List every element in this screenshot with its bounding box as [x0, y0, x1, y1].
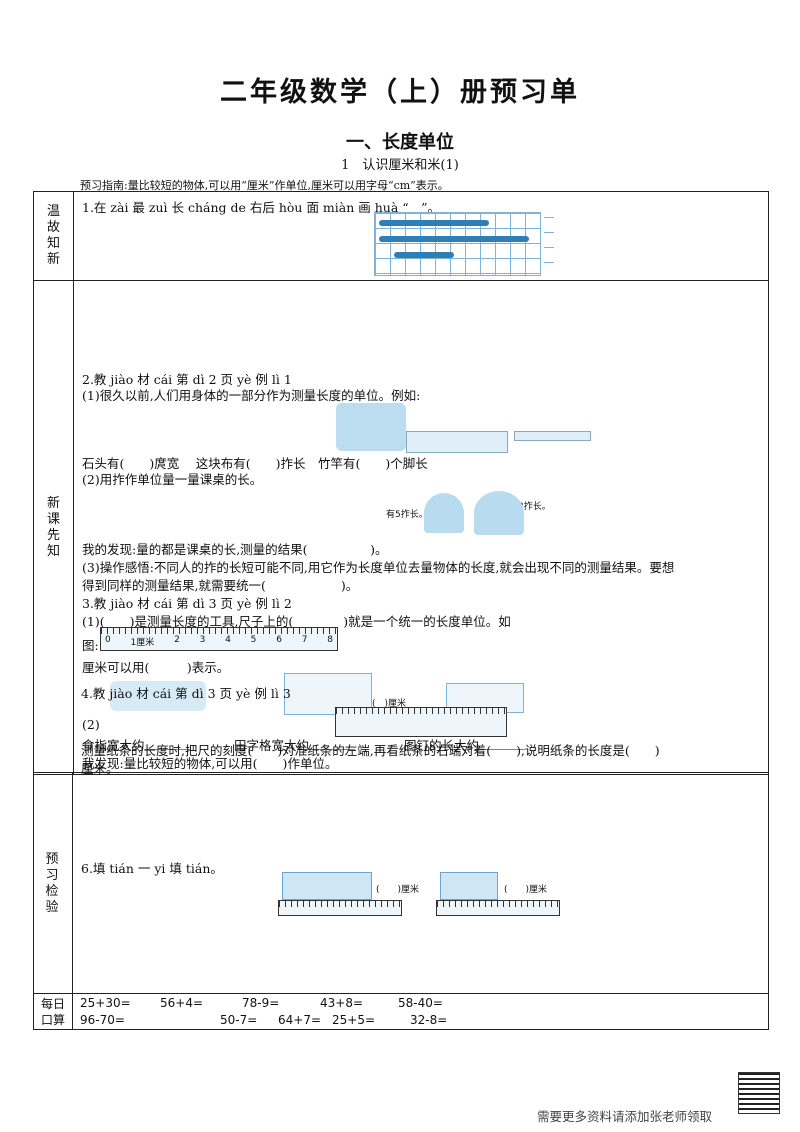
finger-width-line: 食指宽大约	[82, 735, 191, 754]
ruler-number: 8	[327, 635, 333, 645]
question-2: 2.教 jiào 材 cái 第 dì 2 页 yè 例 lì 1	[82, 372, 292, 387]
check-divider	[72, 772, 73, 994]
answer-boxes	[544, 214, 554, 272]
ruler-numbers: 0 1厘米 2 3 4 5 6 7 8	[105, 635, 333, 648]
math-problem: 50-7=	[220, 1013, 258, 1027]
section-label-review: 温故知新	[33, 191, 74, 281]
ruler-number: 6	[276, 635, 282, 645]
cm-symbol-question: 厘米可以用( )表示。	[82, 660, 230, 675]
cloth-picture	[406, 431, 508, 453]
math-problem: 58-40=	[398, 996, 443, 1010]
review-cell: 1.在 zài 最 zuì 长 cháng de 右后 hòu 面 miàn 画…	[74, 192, 768, 280]
question-4: 4.教 jiào 材 cái 第 dì 3 页 yè 例 lì 3	[81, 686, 291, 701]
pen-figure-3	[394, 252, 454, 258]
pen-figure-1	[379, 220, 489, 226]
math-problem: 78-9=	[242, 996, 280, 1010]
ruler-number: 0	[105, 635, 111, 645]
question-3-1: (1)( )是测量长度的工具,尺子上的( )就是一个统一的长度单位。如	[82, 614, 511, 629]
answer-2[interactable]: ( )厘米	[504, 885, 548, 895]
section-label-new: 新课先知	[33, 280, 74, 775]
pin-length-blank[interactable]	[479, 739, 526, 750]
figure-label: 图:	[82, 638, 99, 653]
finger-width-blank[interactable]	[144, 739, 191, 750]
section-label-check: 预习检验	[45, 852, 59, 915]
worksheet-table: 温故知新 1.在 zài 最 zuì 长 cháng de 右后 hòu 面 m…	[33, 191, 769, 775]
unit-title: 一、长度单位	[346, 132, 454, 153]
question-3-2: (2)	[82, 717, 100, 732]
question-3: 3.教 jiào 材 cái 第 dì 3 页 yè 例 lì 2	[82, 596, 292, 611]
question-4-ruler	[335, 707, 507, 737]
bamboo-picture	[514, 431, 591, 441]
question-6: 6.填 tián 一 yi 填 tián。	[81, 861, 223, 876]
math-problem: 96-70=	[80, 1013, 125, 1027]
ruler-number: 4	[225, 635, 231, 645]
question-2-1: (1)很久以前,人们用身体的一部分作为测量长度的单位。例如:	[82, 388, 421, 403]
pin-length-label: 图钉的长大约	[404, 738, 480, 753]
daily-divider	[72, 994, 73, 1030]
speech-bubble-1: 有5拃长。	[386, 510, 428, 520]
math-problem: 64+7=	[278, 1013, 322, 1027]
math-problem: 32-8=	[410, 1013, 448, 1027]
question-2-3-a: (3)操作感悟:不同人的拃的长短可能不同,用它作为长度单位去量物体的长度,就会出…	[82, 560, 675, 575]
page-title: 二年级数学（上）册预习单	[220, 77, 580, 108]
footer-note: 需要更多资料请添加张老师领取	[537, 1109, 713, 1124]
check-section	[33, 772, 769, 994]
check-ruler-2	[436, 900, 560, 916]
speech-bubble-2: 有3拃长。	[509, 502, 551, 512]
preview-guide: 预习指南:量比较短的物体,可以用“厘米”作单位,厘米可以用字母“cm”表示。	[80, 179, 449, 192]
ruler-number: 2	[174, 635, 180, 645]
math-problem: 56+4=	[160, 996, 204, 1010]
finding-2: 我的发现:量的都是课桌的长,测量的结果( )。	[82, 542, 388, 557]
lesson-title: 1 认识厘米和米(1)	[341, 158, 459, 173]
ruler-number: 7	[301, 635, 308, 645]
question-2-1-answers: 石头有( )庹宽 这块布有( )拃长 竹竿有( )个脚长	[82, 456, 428, 471]
ruler-figure: 0 1厘米 2 3 4 5 6 7 8	[100, 627, 338, 651]
question-4-figure-label: ( )厘米	[372, 699, 407, 709]
finger-ruler-picture	[110, 681, 206, 711]
stone-picture	[336, 403, 406, 451]
question-2-3-b: 得到同样的测量结果,就需要统一( )。	[82, 578, 359, 593]
qr-code	[738, 1072, 780, 1114]
answer-1[interactable]: ( )厘米	[376, 885, 420, 895]
daily-section	[33, 994, 769, 1030]
finding-3: 我发现:量比较短的物体,可以用( )作单位。	[82, 756, 338, 771]
strip-1	[282, 872, 372, 900]
question-1: 1.在 zài 最 zuì 长 cháng de 右后 hòu 面 miàn 画…	[82, 200, 441, 215]
student-picture-2	[474, 491, 524, 535]
grid-width-label: 田字格宽大约	[234, 738, 310, 753]
grid-width-blank[interactable]	[309, 739, 356, 750]
grid-width-line: 田字格宽大约	[234, 735, 356, 754]
math-problem: 25+5=	[332, 1013, 376, 1027]
math-problem: 43+8=	[320, 996, 364, 1010]
ruler-number: 1厘米	[130, 638, 155, 648]
ruler-number: 5	[250, 635, 257, 645]
student-picture-1	[424, 493, 464, 533]
check-top-border	[33, 772, 769, 773]
finger-width-label: 食指宽大约	[82, 738, 145, 753]
pen-figure-2	[379, 236, 529, 242]
math-problem: 25+30=	[80, 996, 131, 1010]
section-label-daily: 每日口算	[40, 997, 65, 1027]
question-4-text-a: 测量纸条的长度时,把尺的刻度( )对准纸条的左端,再看纸条的右端对着( ),说明…	[81, 743, 660, 758]
pin-length-line: 图钉的长大约	[404, 735, 526, 754]
ruler-number: 3	[199, 635, 206, 645]
strip-2	[440, 872, 498, 900]
check-ruler-1	[278, 900, 402, 916]
question-2-2: (2)用拃作单位量一量课桌的长。	[82, 472, 263, 487]
